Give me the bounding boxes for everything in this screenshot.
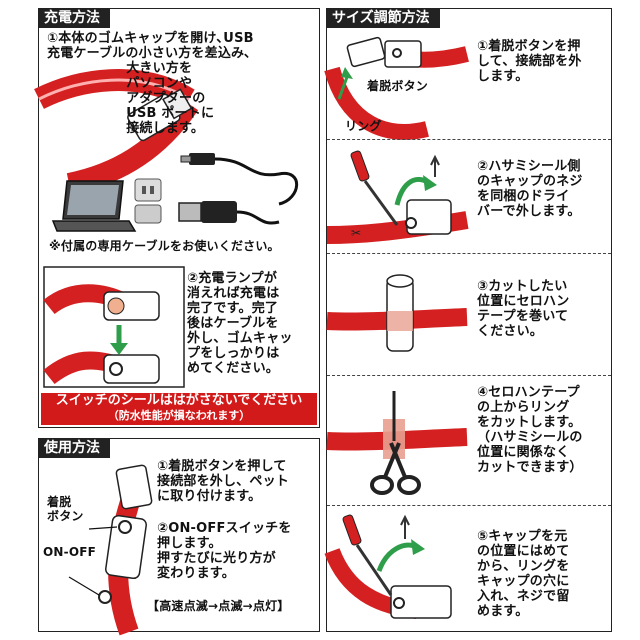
size-divider-4: [327, 505, 611, 506]
size-panel: サイズ調節方法 着脱ボタン リング ①着脱ボタンを押 して、接続部を外 します。…: [324, 8, 612, 632]
size-step4-text: ④セロハンテープ の上からリング をカットします。 （ハサミシールの 位置に関係…: [477, 385, 583, 475]
size-divider-3: [327, 375, 611, 376]
size-step1-text: ①着脱ボタンを押 して、接続部を外 します。: [477, 39, 582, 84]
charging-step2-text: ②充電ランプが 消えれば充電は 完了です。完了 後はケーブルを 外し、ゴムキャッ…: [187, 271, 293, 376]
usb-plug-icon: [178, 201, 280, 225]
size-step5-text: ⑤キャップを元 の位置にはめて から、リングを キャップの穴に 入れ、ネジで留 …: [477, 529, 570, 619]
size-label-button: 着脱ボタン: [367, 79, 429, 93]
usage-label-button: 着脱 ボタン: [47, 495, 84, 523]
usage-modes-text: 【高速点滅→点滅→点灯】: [147, 599, 290, 613]
size-label-ring: リング: [345, 119, 382, 133]
warning-banner: スイッチのシールははがさないでください （防水性能が損なわれます）: [41, 393, 317, 425]
charging-title: 充電方法: [38, 8, 110, 28]
size-step3-illustration: [326, 274, 468, 352]
usage-label-switch: ON-OFF: [43, 545, 97, 559]
laptop-icon: [51, 180, 137, 232]
usage-title: 使用方法: [38, 438, 110, 458]
size-step5-illustration: [324, 514, 452, 619]
warning-sub: （防水性能が損なわれます）: [107, 409, 251, 422]
power-adapter-icon: [134, 178, 162, 224]
charging-collar-illustration: [34, 69, 299, 206]
usage-step1-text: ①着脱ボタンを押して 接続部を外し、ペット に取り付けます。: [157, 459, 290, 504]
charge-lamp-illustration: [43, 266, 185, 388]
charging-cable-note: ※付属の専用ケーブルをお使いください。: [49, 239, 280, 253]
usage-step2-text: ②ON-OFFスイッチを 押します。 押すたびに光り方が 変わります。: [157, 521, 292, 581]
size-step2-illustration: ✂: [326, 150, 469, 244]
size-divider-2: [327, 253, 611, 254]
charging-step1-text: ①本体のゴムキャップを開け､USB 充電ケーブルの小さい方を差込み､ 大きい方を…: [47, 31, 254, 136]
warning-main: スイッチのシールははがさないでください: [55, 393, 303, 408]
usage-panel: 使用方法 着脱 ボタン ON-OFF ①着脱ボタンを押して 接続部を外し、ペット…: [38, 438, 320, 636]
usage-collar-illustration: [68, 464, 153, 636]
size-step1-illustration: [324, 36, 469, 140]
size-title: サイズ調節方法: [326, 8, 440, 28]
size-step2-text: ②ハサミシール側 のキャップのネジ を同梱のドライ バーで外します。: [477, 159, 583, 219]
size-step3-text: ③カットしたい 位置にセロハン テープを巻いて ください。: [477, 279, 570, 339]
charging-panel: 充電方法 ①本体のゴムキャップを開け､USB 充電ケーブルの小さい方を差込み､ …: [34, 8, 320, 428]
size-divider-1: [327, 139, 611, 140]
svg-text:✂: ✂: [351, 226, 361, 240]
size-step4-illustration: [326, 391, 468, 495]
